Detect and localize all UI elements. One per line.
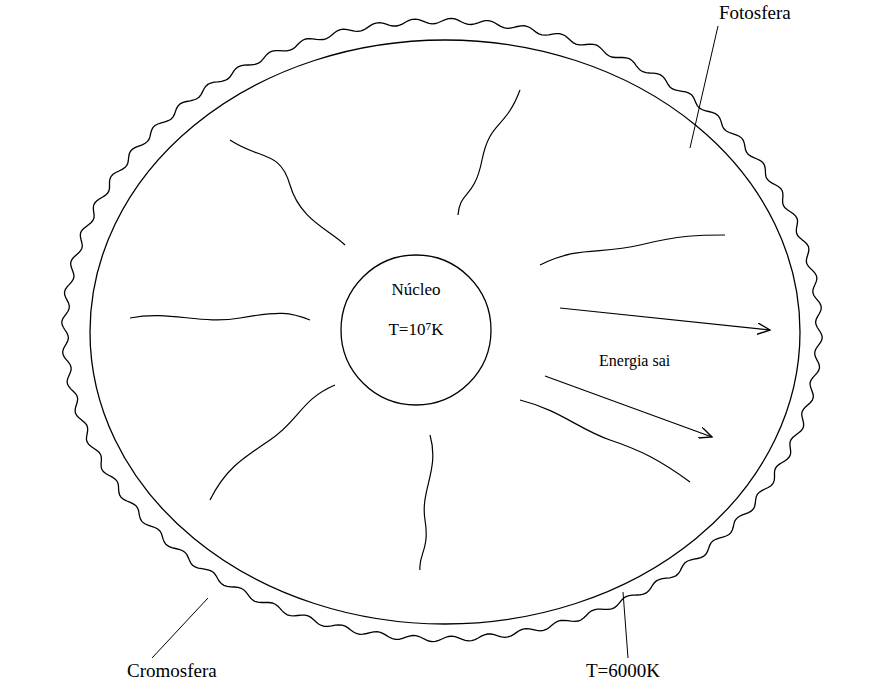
leader-line xyxy=(690,26,718,148)
energy-ray xyxy=(420,435,433,570)
energy-ray xyxy=(540,235,725,265)
energy-ray xyxy=(230,140,345,245)
core-temperature: T=10⁷K xyxy=(388,320,443,340)
energy-ray xyxy=(130,313,310,320)
energy-label: Energia sai xyxy=(598,350,671,372)
energy-rays xyxy=(130,90,770,570)
energy-arrow xyxy=(560,308,770,330)
leader-line xyxy=(623,592,628,658)
photosphere-label: Fotosfera xyxy=(718,2,792,24)
surface-temperature-label: T=6000K xyxy=(585,660,661,682)
photosphere-outline xyxy=(90,40,800,624)
energy-ray xyxy=(520,400,690,482)
leader-lines xyxy=(152,26,718,658)
core-circle: NúcleoT=10⁷K xyxy=(341,255,491,405)
energy-arrow xyxy=(545,376,712,437)
chromosphere-outline xyxy=(62,18,822,641)
leader-line xyxy=(152,598,208,658)
core-title: Núcleo xyxy=(391,280,440,300)
energy-ray xyxy=(458,90,520,215)
chromosphere-label: Cromosfera xyxy=(126,660,218,682)
energy-ray xyxy=(210,385,335,500)
